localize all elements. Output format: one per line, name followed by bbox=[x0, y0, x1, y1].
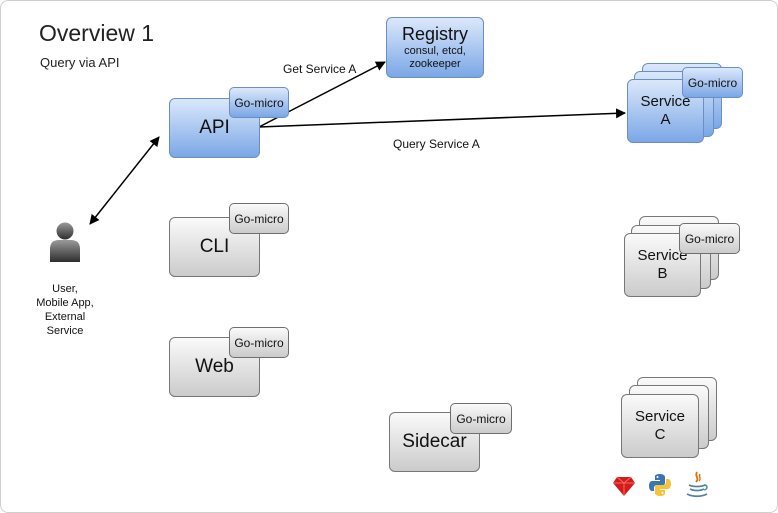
service-a-label: Service bbox=[640, 93, 691, 110]
api-go-micro-tag: Go-micro bbox=[229, 87, 289, 118]
sidecar-label: Sidecar bbox=[402, 431, 467, 452]
python-icon bbox=[648, 473, 672, 497]
cli-go-micro-tag: Go-micro bbox=[229, 203, 289, 234]
get-service-edge-label: Get Service A bbox=[283, 62, 357, 76]
user-icon bbox=[49, 221, 81, 263]
diagram-title: Overview 1 bbox=[39, 20, 155, 46]
user-label-line: User, bbox=[52, 283, 78, 295]
service-b-go-micro-tag: Go-micro bbox=[679, 223, 740, 254]
user-label: User, Mobile App, External Service bbox=[21, 282, 109, 338]
service-c-label: Service bbox=[634, 408, 686, 425]
diagram-subtitle: Query via API bbox=[40, 55, 120, 70]
registry-backends-line: consul, etcd, bbox=[404, 45, 466, 57]
java-icon bbox=[684, 470, 710, 498]
web-label: Web bbox=[195, 356, 234, 377]
registry-node[interactable]: Registry consul, etcd, zookeeper bbox=[386, 17, 484, 78]
service-b-node[interactable]: Service B bbox=[624, 233, 701, 297]
api-label: API bbox=[199, 117, 230, 138]
service-a-go-micro-tag: Go-micro bbox=[682, 67, 743, 98]
web-node[interactable]: Web bbox=[169, 337, 260, 397]
ruby-icon bbox=[612, 475, 636, 497]
user-label-line: Mobile App, bbox=[36, 297, 94, 309]
service-b-label: Service bbox=[637, 247, 688, 264]
user-api-connector bbox=[89, 136, 160, 225]
service-c-letter: C bbox=[654, 426, 666, 443]
cli-label: CLI bbox=[199, 236, 230, 257]
service-b-letter: B bbox=[657, 265, 668, 282]
web-go-micro-tag: Go-micro bbox=[229, 327, 289, 358]
sidecar-go-micro-tag: Go-micro bbox=[450, 403, 512, 434]
user-label-line: External bbox=[44, 311, 86, 323]
service-c-node[interactable]: Service C bbox=[621, 394, 699, 458]
query-service-edge-label: Query Service A bbox=[393, 137, 480, 151]
service-a-letter: A bbox=[660, 111, 671, 128]
registry-backends-line: zookeeper bbox=[409, 58, 461, 70]
registry-title: Registry bbox=[401, 24, 468, 44]
api-service-a-connector bbox=[258, 108, 626, 128]
user-label-line: Service bbox=[46, 325, 84, 337]
